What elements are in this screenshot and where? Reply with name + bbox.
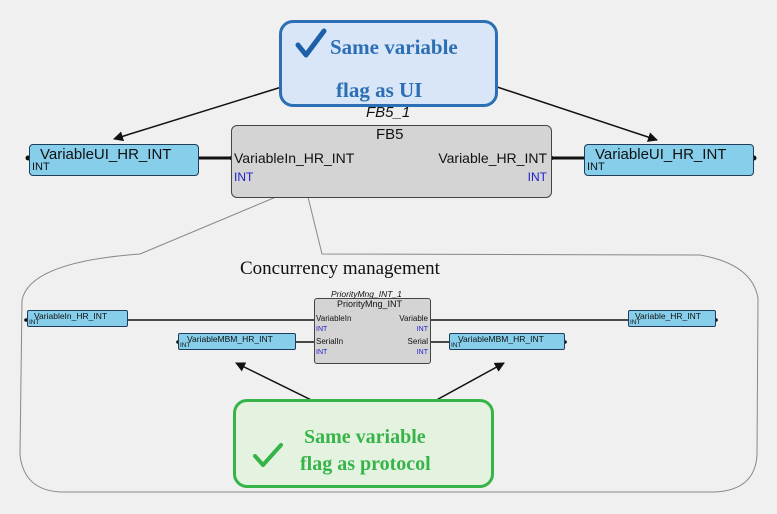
detail-left-mbm-variable[interactable]: VariableMBM_HR_INT INT — [178, 333, 296, 350]
fb-output-pin-type: INT — [527, 170, 547, 184]
priority-in1-name: VariableIn — [316, 314, 352, 323]
priority-out2-name: Serial — [407, 337, 428, 346]
priority-block-type: PriorityMng_INT — [337, 299, 403, 309]
detail-left-variable-type: INT — [29, 319, 40, 326]
detail-right-variable[interactable]: Variable_HR_INT INT — [628, 310, 716, 327]
priority-out2-type: INT — [416, 349, 428, 356]
right-ui-variable[interactable]: VariableUI_HR_INT INT — [584, 144, 754, 176]
fb-input-pin-name: VariableIn_HR_INT — [234, 150, 355, 166]
left-ui-variable[interactable]: VariableUI_HR_INT INT — [29, 144, 199, 176]
detail-right-variable-type: INT — [630, 319, 641, 326]
left-ui-variable-type: INT — [32, 161, 50, 173]
detail-right-mbm-variable[interactable]: VariableMBM_HR_INT INT — [449, 333, 565, 350]
detail-right-variable-name: Variable_HR_INT — [635, 311, 701, 321]
fb-instance-name: FB5_1 — [366, 104, 411, 121]
protocol-flag-callout: Same variable flag as protocol — [233, 399, 494, 488]
left-ui-variable-name: VariableUI_HR_INT — [40, 146, 172, 163]
priority-in2-name: SerialIn — [316, 337, 344, 346]
protocol-flag-callout-line1: Same variable — [304, 426, 426, 448]
right-ui-variable-type: INT — [587, 161, 605, 173]
detail-right-mbm-variable-name: VariableMBM_HR_INT — [458, 334, 544, 344]
detail-left-variable-name: VariableIn_HR_INT — [34, 311, 108, 321]
detail-left-variable[interactable]: VariableIn_HR_INT INT — [27, 310, 128, 327]
ui-flag-callout-line1: Same variable — [330, 35, 458, 59]
zoom-outline — [19, 196, 759, 493]
protocol-flag-callout-line2: flag as protocol — [300, 453, 431, 475]
fb-output-pin-name: Variable_HR_INT — [438, 150, 547, 166]
detail-left-mbm-variable-name: VariableMBM_HR_INT — [187, 334, 273, 344]
detail-left-mbm-variable-type: INT — [180, 342, 191, 349]
detail-title: Concurrency management — [240, 258, 440, 279]
checkmark-icon — [295, 28, 327, 58]
fb-input-pin-type: INT — [234, 170, 254, 184]
fb5-block[interactable]: FB5 VariableIn_HR_INT INT Variable_HR_IN… — [231, 125, 552, 198]
priority-out1-name: Variable — [399, 314, 428, 323]
fb-block-type: FB5 — [376, 126, 404, 143]
priority-in1-type: INT — [316, 326, 328, 333]
priority-out1-type: INT — [416, 326, 428, 333]
priority-instance-name: PriorityMng_INT_1 — [331, 289, 402, 299]
ui-flag-callout-line2: flag as UI — [336, 78, 423, 102]
ui-flag-callout: Same variable flag as UI — [279, 20, 498, 107]
detail-right-mbm-variable-type: INT — [451, 342, 462, 349]
checkmark-icon — [253, 443, 283, 467]
right-ui-variable-name: VariableUI_HR_INT — [595, 146, 727, 163]
priority-mng-block[interactable]: PriorityMng_INT VariableIn INT SerialIn … — [314, 298, 431, 364]
priority-in2-type: INT — [316, 349, 328, 356]
